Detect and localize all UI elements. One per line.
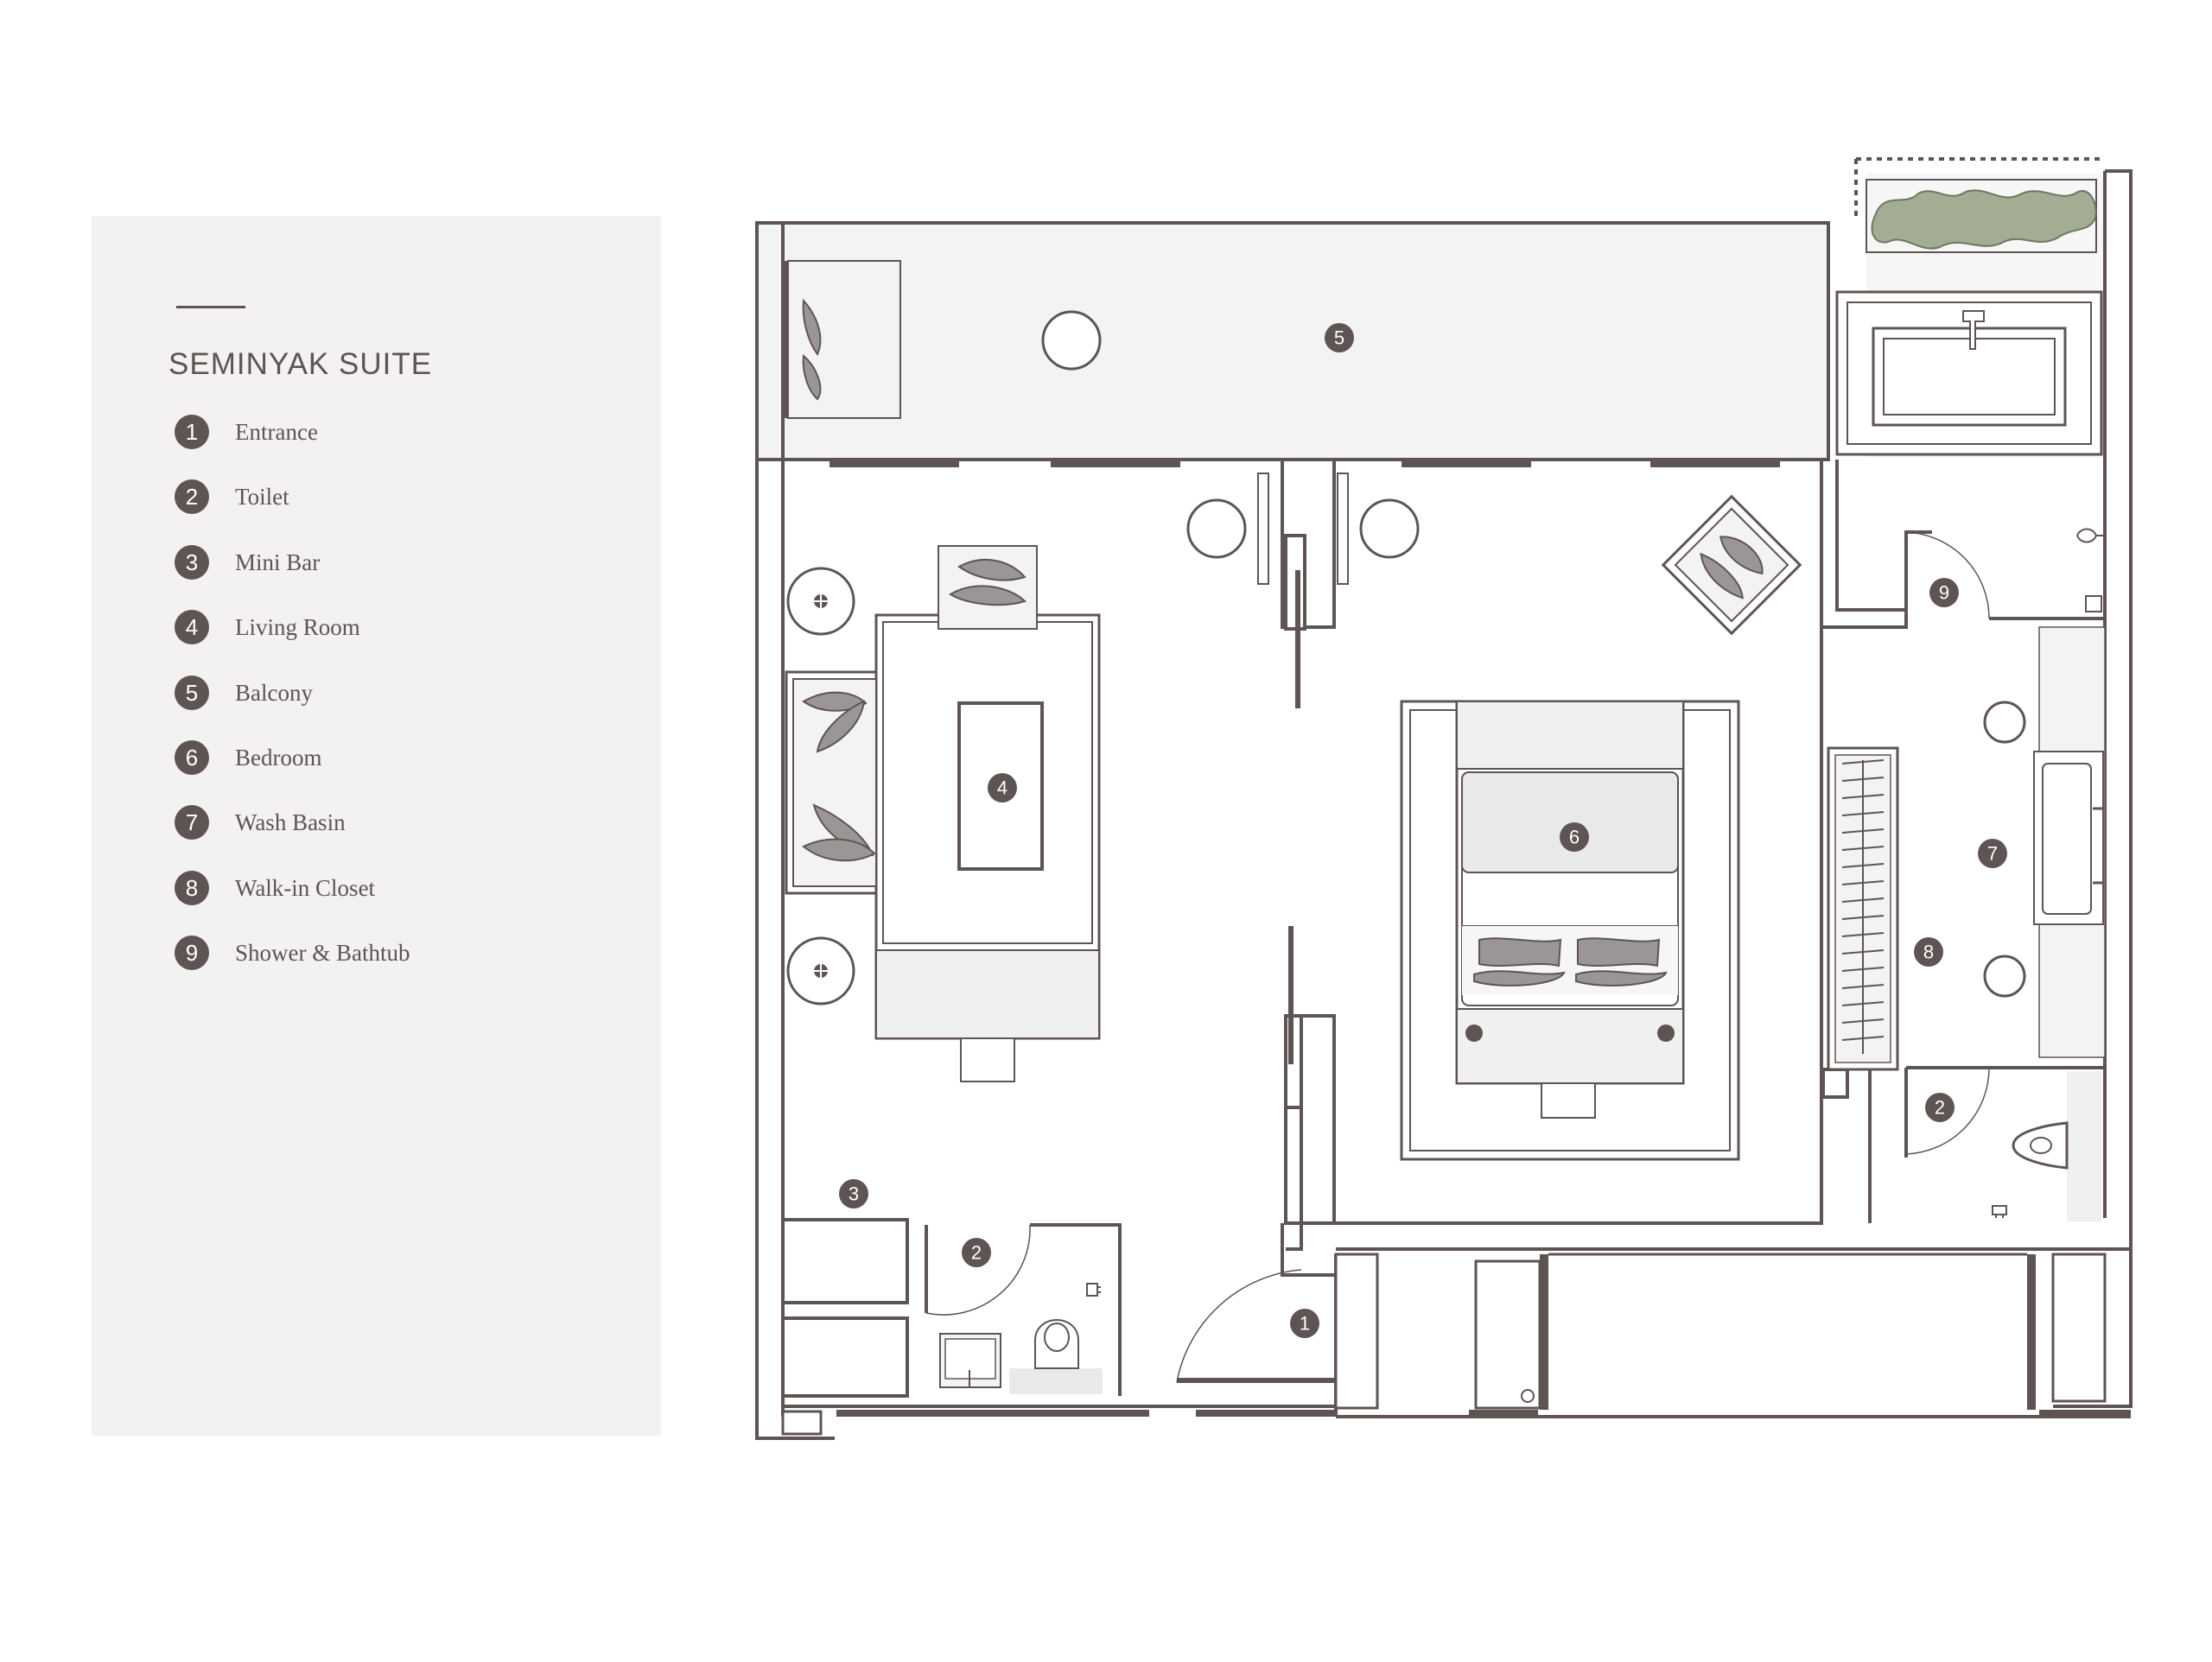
interior-walls	[1281, 458, 2105, 1277]
toilet-icon	[1034, 1319, 1079, 1369]
plant-icon	[1871, 189, 2097, 250]
legend-rule	[176, 306, 245, 308]
marker-badge	[1325, 323, 1354, 352]
drain-icon	[2085, 595, 2102, 612]
legend-item-balcony: 5 Balcony	[175, 675, 410, 740]
marker-badge	[1914, 937, 1943, 967]
entrance-closets	[1334, 1253, 2107, 1410]
marker-badge	[1290, 1309, 1319, 1338]
legend-list: 1 Entrance 2 Toilet 3 Mini Bar 4 Living …	[175, 415, 410, 1001]
marker-balcony: 5	[1334, 327, 1344, 349]
lounge-chair	[1661, 494, 1802, 636]
marker-toilet-right: 2	[1935, 1097, 1945, 1119]
shower-head-icon	[2075, 528, 2105, 543]
balcony-daybed	[787, 260, 901, 419]
room-markers: 1 2 2 3 4 5 6 7 8 9	[839, 323, 2007, 1338]
legend-badge: 9	[175, 936, 209, 971]
closet	[1827, 746, 1899, 1071]
paper-holder-icon	[1086, 1283, 1101, 1297]
marker-badge	[839, 1179, 868, 1208]
marker-walk-in-closet: 8	[1923, 942, 1934, 963]
marker-badge	[1978, 839, 2007, 868]
suite-title: SEMINYAK SUITE	[168, 347, 433, 381]
pillow-icon	[1478, 937, 1562, 967]
cushion-icon	[816, 700, 866, 753]
toilet-left	[781, 1218, 1122, 1436]
legend-label: Shower & Bathtub	[235, 940, 410, 967]
balcony-table	[1041, 310, 1102, 371]
legend-label: Walk-in Closet	[235, 874, 376, 901]
basin-stool	[1983, 701, 2026, 744]
stool	[1186, 498, 1247, 559]
lamp-icon	[1657, 1024, 1675, 1042]
legend-item-wash-basin: 7 Wash Basin	[175, 805, 410, 870]
coffee-table	[957, 701, 1044, 871]
legend-item-walk-in-closet: 8 Walk-in Closet	[175, 870, 410, 936]
cushion-icon	[957, 559, 1027, 581]
basin-stool	[1983, 955, 2026, 998]
legend-label: Mini Bar	[235, 549, 321, 575]
legend-badge: 5	[175, 675, 209, 710]
cushion-icon	[802, 353, 822, 401]
cushion-icon	[802, 691, 868, 712]
legend-item-living-room: 4 Living Room	[175, 610, 410, 675]
legend-item-shower-bathtub: 9 Shower & Bathtub	[175, 936, 410, 1000]
cushion-icon	[949, 585, 1027, 606]
legend-item-toilet: 2 Toilet	[175, 479, 410, 544]
legend-badge: 1	[175, 415, 209, 449]
stool	[1359, 498, 1420, 559]
legend-item-bedroom: 6 Bedroom	[175, 739, 410, 805]
legend-badge: 8	[175, 870, 209, 905]
marker-bedroom: 6	[1569, 827, 1580, 848]
marker-badge	[988, 773, 1017, 802]
toilet-icon	[2012, 1121, 2069, 1170]
marker-badge	[1929, 578, 1959, 607]
cushion-icon	[1700, 552, 1744, 599]
shower-fixtures	[2075, 528, 2105, 612]
marker-badge	[962, 1238, 991, 1267]
marker-toilet-left: 2	[971, 1242, 982, 1264]
legend-item-mini-bar: 3 Mini Bar	[175, 544, 410, 610]
pillow-icon	[1473, 970, 1566, 986]
legend-badge: 2	[175, 479, 209, 515]
bathtub	[1835, 290, 2103, 456]
legend-label: Living Room	[235, 614, 360, 641]
marker-badge	[1925, 1093, 1955, 1122]
marker-entrance: 1	[1300, 1313, 1310, 1335]
legend-label: Wash Basin	[235, 809, 346, 836]
cushion-icon	[802, 838, 876, 862]
dining-stools	[1186, 473, 1420, 585]
marker-mini-bar: 3	[849, 1183, 859, 1205]
legend-panel: SEMINYAK SUITE 1 Entrance 2 Toilet 3 Min…	[92, 216, 661, 1436]
lamp-icon	[1465, 1024, 1483, 1042]
pillow-icon	[1575, 970, 1668, 986]
marker-shower-bathtub: 9	[1939, 582, 1949, 604]
living-room-sofa	[785, 545, 1101, 1082]
toilet-right	[1992, 1071, 2101, 1221]
pillow-icon	[1577, 937, 1661, 967]
legend-label: Entrance	[235, 419, 318, 445]
legend-label: Bedroom	[235, 744, 322, 771]
faucet-icon	[1962, 310, 1985, 350]
legend-label: Toilet	[235, 484, 289, 511]
side-lamps	[786, 567, 855, 1005]
legend-label: Balcony	[235, 679, 313, 706]
glass-doors	[783, 261, 2131, 1417]
marker-wash-basin: 7	[1987, 843, 1998, 865]
cushion-icon	[802, 298, 822, 356]
legend-item-entrance: 1 Entrance	[175, 415, 410, 479]
legend-badge: 7	[175, 805, 209, 841]
legend-badge: 4	[175, 610, 209, 645]
marker-living-room: 4	[997, 777, 1007, 799]
marker-badge	[1560, 822, 1589, 852]
bathroom-doors	[925, 531, 1990, 1383]
planter-box	[1854, 157, 2105, 253]
legend-badge: 6	[175, 739, 209, 775]
bed	[1400, 700, 1740, 1161]
vanity	[1983, 626, 2106, 1058]
paper-holder-icon	[1992, 1205, 2007, 1218]
cushion-icon	[1719, 536, 1764, 575]
legend-badge: 3	[175, 544, 209, 580]
